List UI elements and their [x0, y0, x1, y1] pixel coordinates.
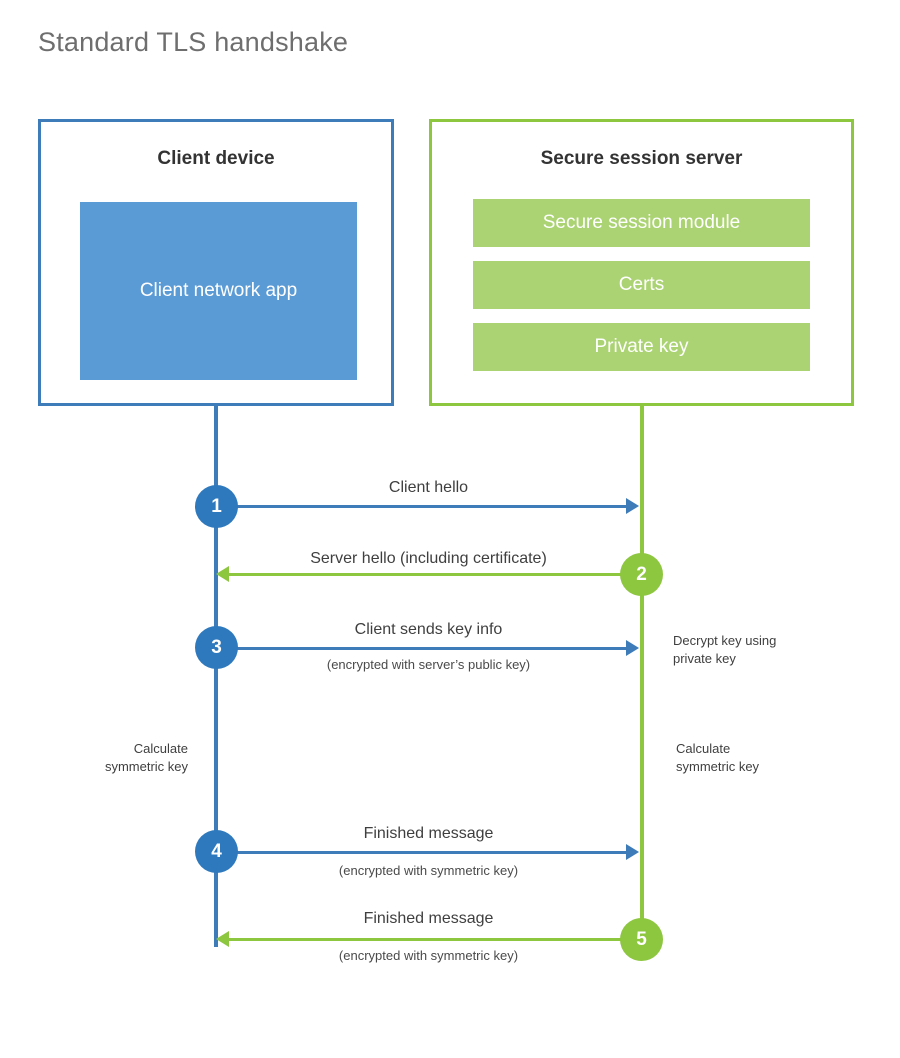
step-4-arrow-head-icon: [626, 844, 639, 860]
client-lifeline: [214, 405, 218, 947]
step-5-sublabel: (encrypted with symmetric key): [338, 948, 519, 963]
server-decrypt-note: Decrypt key using private key: [673, 632, 873, 667]
step-2-arrow-head-icon: [216, 566, 229, 582]
secure-session-server-title: Secure session server: [540, 148, 743, 169]
step-4-arrow-line: [216, 851, 628, 854]
client-network-app-block: Client network app: [80, 202, 357, 380]
server-lifeline: [640, 405, 644, 942]
step-3-arrow-line: [216, 647, 628, 650]
client-device-title: Client device: [157, 148, 275, 169]
step-2-arrow-line: [228, 573, 642, 576]
client-device-box: Client device Client network app: [38, 119, 394, 406]
step-3-arrow-head-icon: [626, 640, 639, 656]
step-1-label: Client hello: [388, 479, 469, 496]
step-4-marker: 4: [195, 830, 238, 873]
server-calculate-note-line-2: symmetric key: [676, 758, 760, 774]
step-3-label: Client sends key info: [354, 621, 503, 638]
server-calculate-note-line-1: Calculate: [676, 741, 731, 756]
step-4-sublabel: (encrypted with symmetric key): [338, 863, 519, 878]
step-1-marker: 1: [195, 485, 238, 528]
step-5-arrow-head-icon: [216, 931, 229, 947]
client-calculate-note-line-2: symmetric key: [104, 758, 188, 774]
server-decrypt-note-line-2: private key: [673, 650, 736, 666]
client-calculate-symmetric-key-note: Calculate symmetric key: [0, 740, 188, 775]
step-2-marker: 2: [620, 553, 663, 596]
step-2-label: Server hello (including certificate): [310, 550, 547, 567]
server-block-private-key: Private key: [473, 323, 810, 371]
step-5-marker: 5: [620, 918, 663, 961]
step-5-label: Finished message: [363, 910, 494, 927]
server-component-stack: Secure session module Certs Private key: [473, 199, 810, 385]
server-block-certs: Certs: [473, 261, 810, 309]
server-calculate-symmetric-key-note: Calculate symmetric key: [676, 740, 876, 775]
server-block-secure-session-module: Secure session module: [473, 199, 810, 247]
step-5-arrow-line: [228, 938, 642, 941]
step-1-arrow-line: [216, 505, 628, 508]
step-3-sublabel: (encrypted with server’s public key): [326, 657, 531, 672]
client-calculate-note-line-1: Calculate: [133, 741, 188, 756]
page-title: Standard TLS handshake: [38, 27, 349, 57]
step-1-arrow-head-icon: [626, 498, 639, 514]
server-decrypt-note-line-1: Decrypt key using: [673, 633, 777, 648]
step-3-marker: 3: [195, 626, 238, 669]
secure-session-server-box: Secure session server Secure session mod…: [429, 119, 854, 406]
step-4-label: Finished message: [363, 825, 494, 842]
